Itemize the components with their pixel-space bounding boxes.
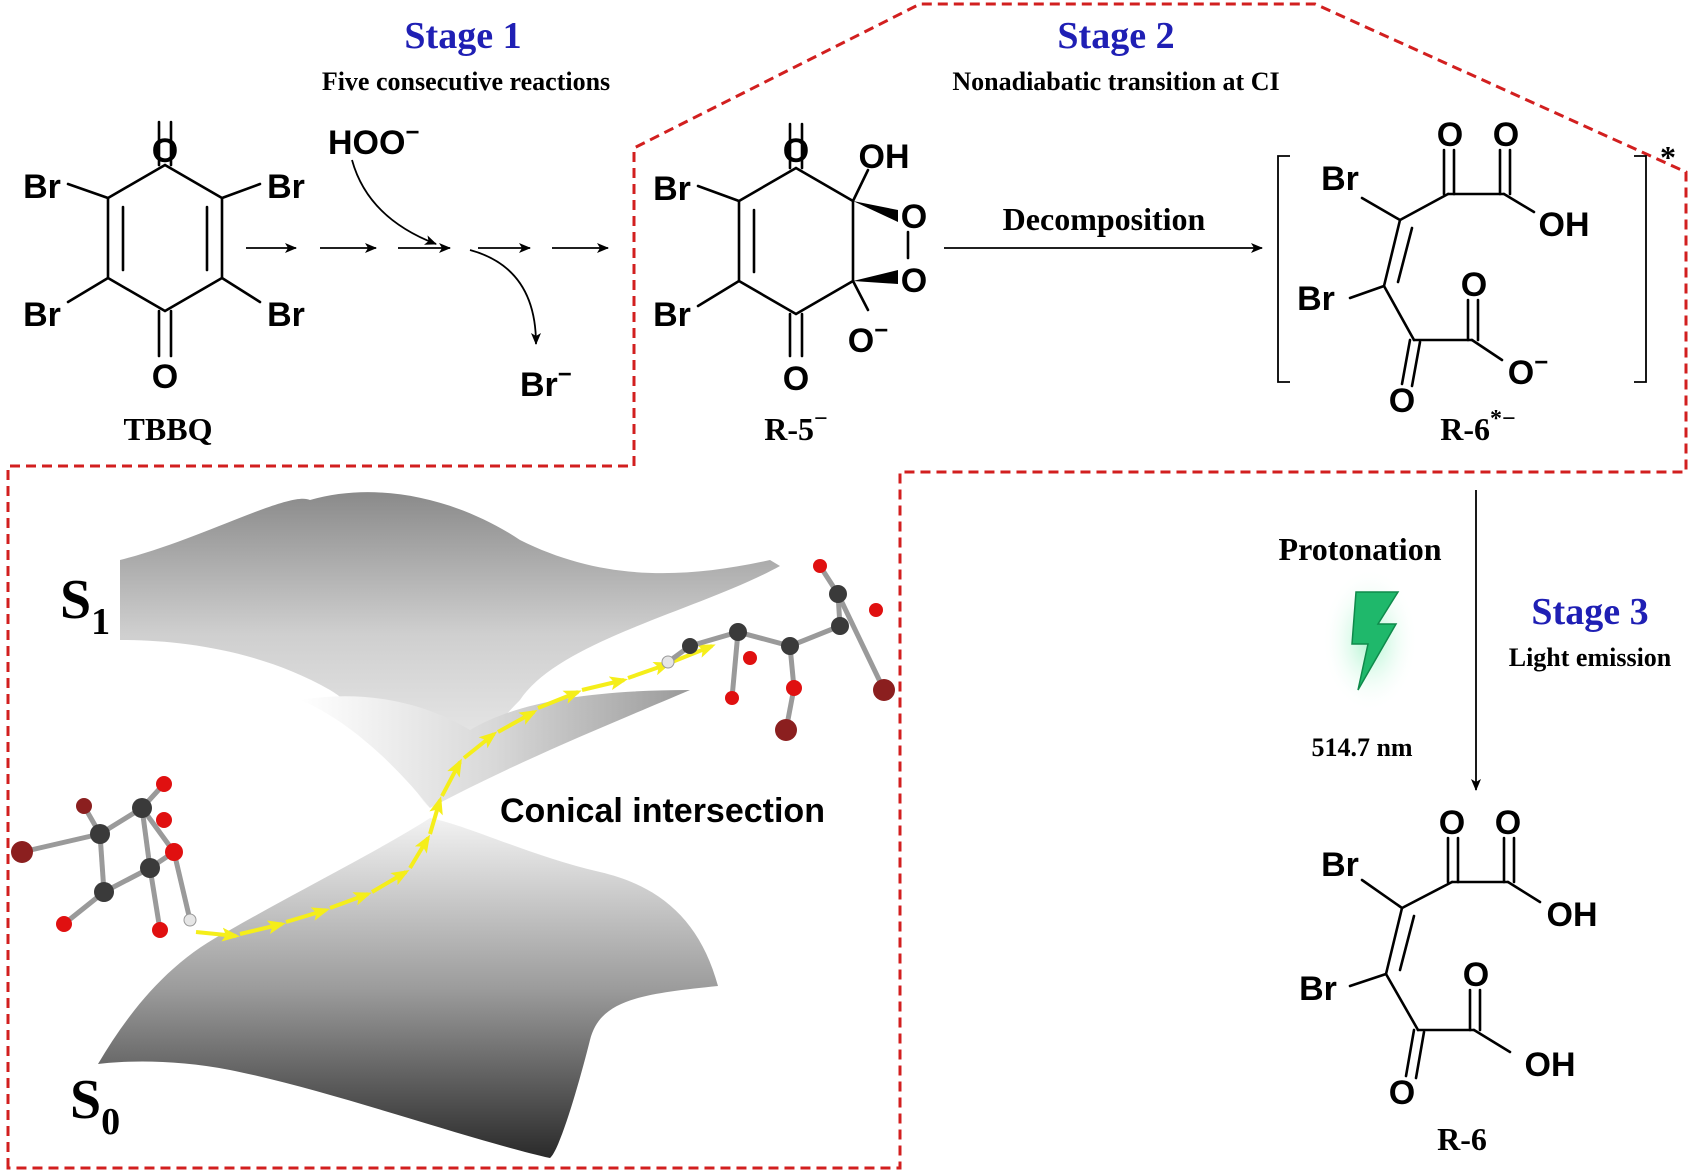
stage1-arrows	[246, 159, 609, 345]
r5-o-neg: O−	[848, 317, 888, 360]
r5-br-top: Br	[653, 170, 691, 208]
s0-label: S0	[70, 1069, 120, 1143]
r5-ball-stick-model	[11, 776, 197, 938]
r6-o1: O	[1439, 804, 1465, 842]
r6-o4: O	[1389, 1074, 1415, 1112]
r5-o-ring1: O	[901, 198, 927, 236]
tbbq-label: TBBQ	[124, 411, 213, 447]
r5-br-bottom: Br	[653, 296, 691, 334]
r6s-br-bottom: Br	[1297, 280, 1335, 318]
r6-excited-structure: * Br Br O O OH O O− O R-6*−	[1277, 116, 1676, 447]
r5-oh: OH	[859, 138, 910, 176]
reaction-path	[195, 644, 716, 942]
r5-label: R-5−	[764, 406, 827, 447]
tbbq-br-tl: Br	[23, 168, 61, 206]
r6-o2: O	[1495, 804, 1521, 842]
protonation-label: Protonation	[1279, 531, 1442, 567]
r6-oh-bottom: OH	[1525, 1046, 1576, 1084]
tbbq-br-tr: Br	[267, 168, 305, 206]
r6s-oh: OH	[1539, 206, 1590, 244]
tbbq-br-br: Br	[267, 296, 305, 334]
s1-label: S1	[60, 569, 110, 643]
r6-label: R-6	[1437, 1121, 1487, 1157]
r6-o3: O	[1463, 956, 1489, 994]
r6-structure: Br Br O O OH O OH O R-6	[1299, 804, 1597, 1157]
tbbq-structure: O O Br Br Br Br TBBQ	[23, 120, 305, 447]
r5-structure: O O Br Br OH O O O− R-5−	[653, 122, 927, 447]
hoo-reagent: HOO−	[328, 119, 419, 162]
lower-surface-s0	[98, 818, 718, 1158]
r6s-o4: O	[1389, 382, 1415, 420]
tbbq-o-top: O	[152, 132, 178, 170]
r6-excited-star: *	[1660, 139, 1676, 175]
wavelength-label: 514.7 nm	[1311, 733, 1412, 762]
r6s-o2: O	[1493, 116, 1519, 154]
r6s-o1: O	[1437, 116, 1463, 154]
lightning-icon	[1322, 568, 1418, 712]
r5-o-ring2: O	[901, 262, 927, 300]
r6s-br-top: Br	[1321, 160, 1359, 198]
stage2-subtitle: Nonadiabatic transition at CI	[952, 67, 1279, 96]
br-leaving: Br−	[520, 361, 572, 404]
r6s-o3: O	[1461, 266, 1487, 304]
r6-excited-label: R-6*−	[1440, 406, 1515, 447]
r6-ball-stick-model	[661, 559, 895, 741]
r6s-o-neg: O−	[1508, 349, 1548, 392]
stage3-title: Stage 3	[1531, 591, 1648, 633]
stage3-subtitle: Light emission	[1509, 643, 1672, 672]
r5-o-bottom: O	[783, 360, 809, 398]
conical-intersection-label: Conical intersection	[500, 792, 825, 830]
r6-br-bottom: Br	[1299, 970, 1337, 1008]
stage1-title: Stage 1	[404, 15, 521, 57]
r6-br-top: Br	[1321, 846, 1359, 884]
upper-surface-s1	[120, 492, 780, 808]
tbbq-br-bl: Br	[23, 296, 61, 334]
r5-o-top: O	[783, 132, 809, 170]
decomposition-label: Decomposition	[1003, 201, 1206, 237]
stage2-boundary	[6, 2, 1688, 1170]
stage1-subtitle: Five consecutive reactions	[322, 67, 610, 96]
stage2-title: Stage 2	[1057, 15, 1174, 57]
tbbq-o-bottom: O	[152, 358, 178, 396]
r6-oh-top: OH	[1547, 896, 1598, 934]
